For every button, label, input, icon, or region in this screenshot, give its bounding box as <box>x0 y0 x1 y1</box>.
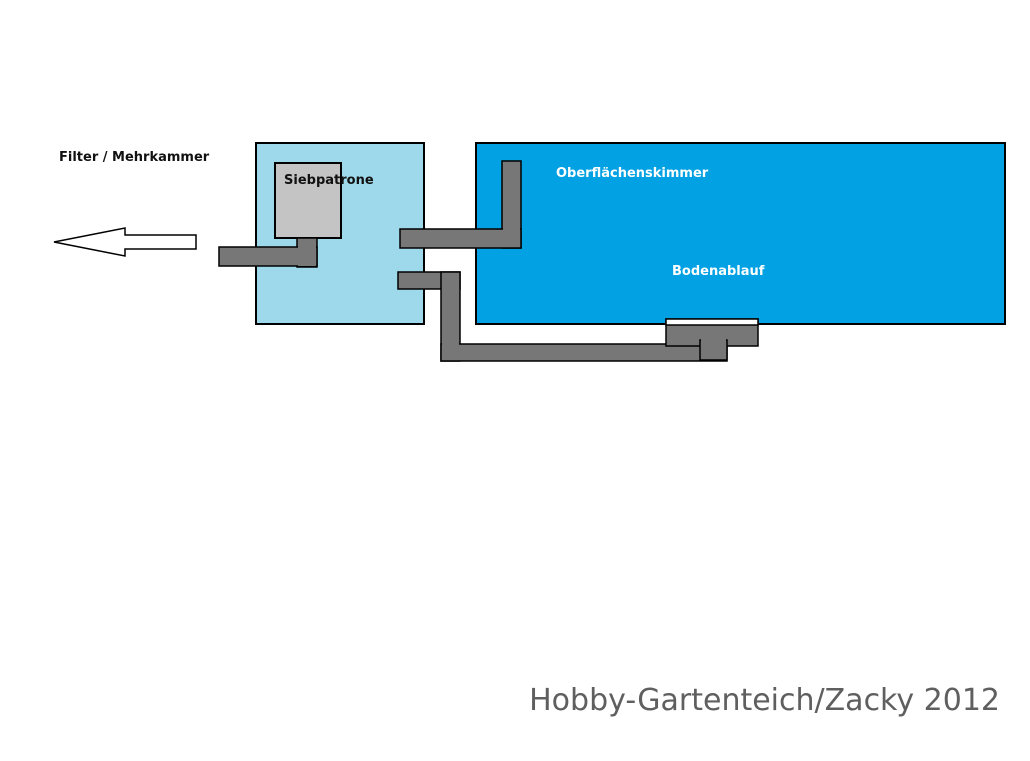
bottom-drain <box>665 318 759 361</box>
watermark-credit: Hobby-Gartenteich/Zacky 2012 <box>529 683 1000 718</box>
arrow-left-icon <box>53 227 197 257</box>
drain-pipe <box>397 271 728 362</box>
skimmer-label: Oberflächenskimmer <box>556 166 709 181</box>
outlet-pipe <box>218 237 318 268</box>
filter-chamber-label: Filter / Mehrkammer <box>59 150 210 165</box>
sieve-cartridge-label: Siebpatrone <box>284 173 374 188</box>
pond <box>475 142 1006 325</box>
skimmer-pipe <box>399 160 522 249</box>
bottom-drain-label: Bodenablauf <box>672 264 765 279</box>
sieve-cartridge <box>274 162 342 239</box>
